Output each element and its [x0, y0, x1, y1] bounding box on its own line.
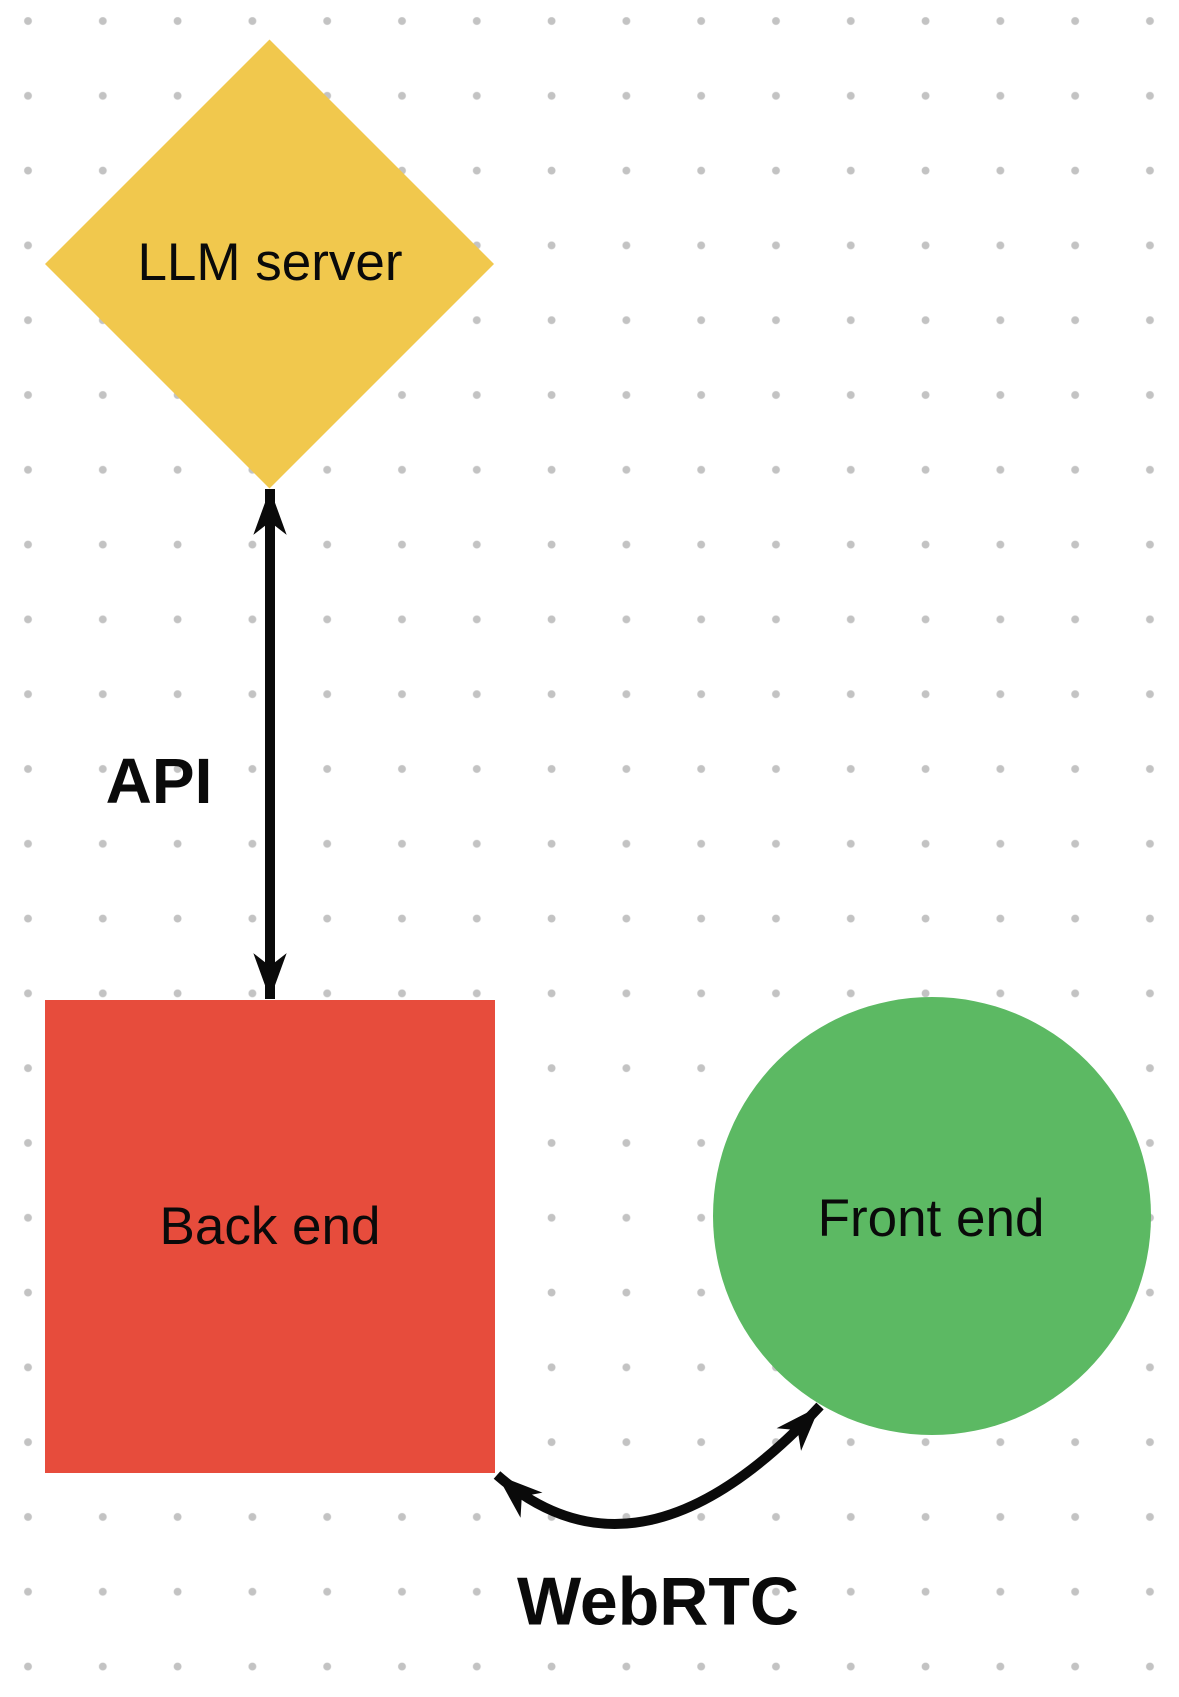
- edge-webrtc-arrow[interactable]: [493, 1402, 824, 1529]
- edge-webrtc-label[interactable]: WebRTC: [516, 1563, 800, 1640]
- node-llm-server-diamond[interactable]: [45, 39, 494, 489]
- edge-api-label[interactable]: API: [105, 744, 213, 817]
- node-back-end-square[interactable]: [45, 1000, 495, 1473]
- node-back-end-label: Back end: [159, 1196, 381, 1256]
- node-front-end-label: Front end: [817, 1188, 1045, 1248]
- node-front-end-circle[interactable]: [713, 997, 1151, 1435]
- node-llm-server-label: LLM server: [137, 232, 403, 292]
